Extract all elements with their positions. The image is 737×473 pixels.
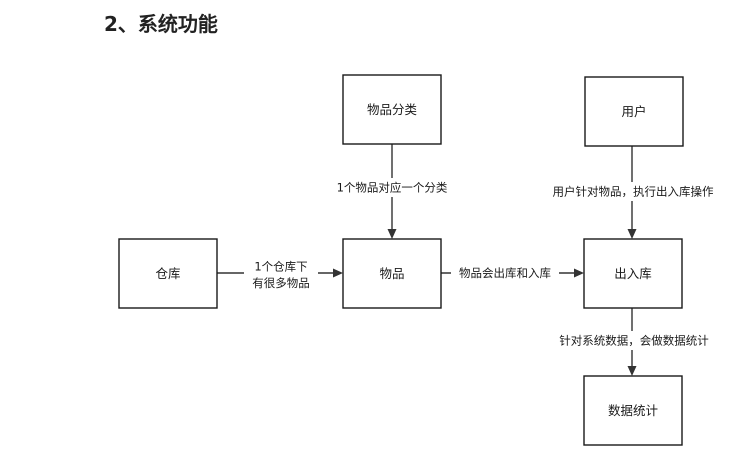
- edge-stock-to-stats: 针对系统数据，会做数据统计: [546, 308, 722, 376]
- edge-label-warehouse-to-item-line1: 1个仓库下: [254, 260, 307, 274]
- edge-user-to-stock: 用户针对物品，执行出入库操作: [542, 146, 724, 239]
- node-label-warehouse: 仓库: [155, 266, 180, 281]
- node-category: 物品分类: [342, 74, 442, 145]
- node-stock: 出入库: [583, 238, 683, 309]
- arrowhead: [627, 229, 637, 239]
- node-label-category: 物品分类: [367, 102, 418, 117]
- node-label-item: 物品: [379, 266, 404, 281]
- edge-label-warehouse-to-item-line2: 有很多物品: [252, 276, 310, 290]
- edge-label-user-to-stock: 用户针对物品，执行出入库操作: [553, 185, 714, 199]
- arrowhead: [574, 268, 584, 278]
- node-user: 用户: [584, 76, 684, 147]
- edge-category-to-item: 1个物品对应一个分类: [330, 144, 456, 239]
- arrowhead: [333, 268, 343, 278]
- node-item: 物品: [342, 238, 442, 309]
- edge-item-to-stock: 物品会出库和入库: [441, 264, 584, 282]
- edge-label-category-to-item: 1个物品对应一个分类: [337, 181, 448, 195]
- node-warehouse: 仓库: [118, 238, 218, 309]
- node-label-user: 用户: [621, 104, 646, 119]
- edge-label-item-to-stock: 物品会出库和入库: [459, 266, 551, 280]
- edge-warehouse-to-item: 1个仓库下 有很多物品: [217, 258, 343, 292]
- node-stats: 数据统计: [583, 375, 683, 446]
- arrowhead: [387, 229, 397, 239]
- arrowhead: [627, 366, 637, 376]
- section-heading: 2、系统功能: [104, 12, 218, 36]
- node-label-stats: 数据统计: [608, 403, 658, 418]
- node-label-stock: 出入库: [614, 266, 652, 281]
- edge-label-stock-to-stats: 针对系统数据，会做数据统计: [559, 334, 709, 348]
